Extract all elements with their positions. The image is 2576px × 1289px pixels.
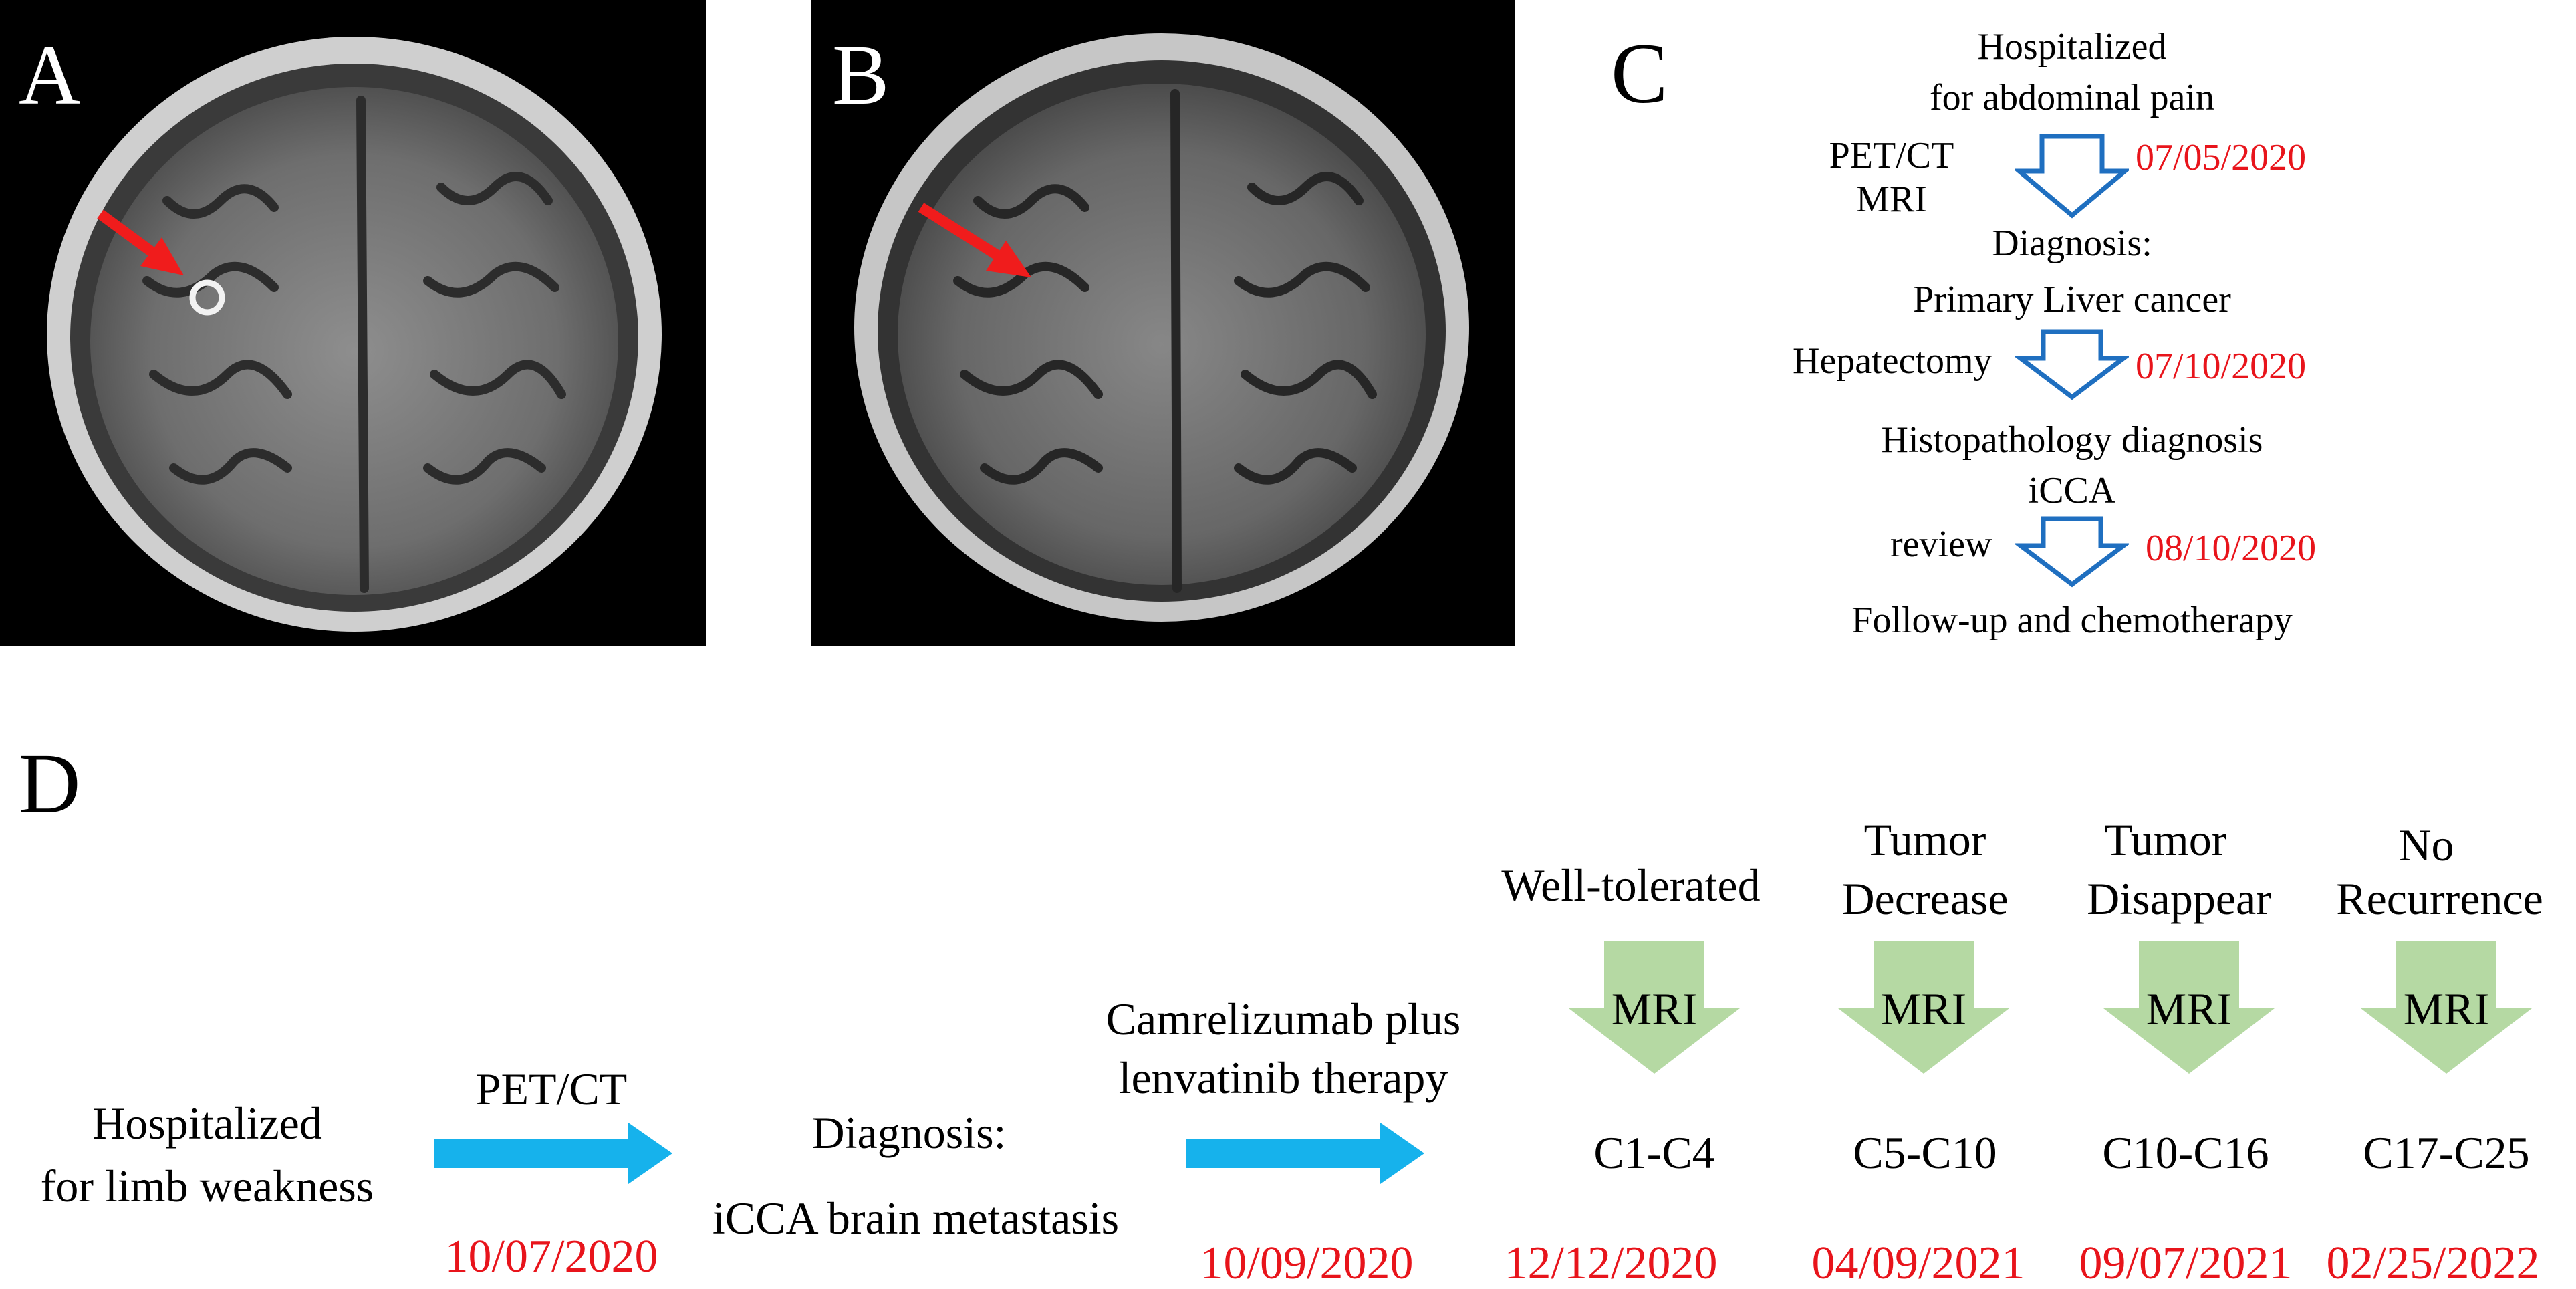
- d-mri-arrow-2: [1838, 941, 2009, 1074]
- d-timeline-arrow-2: [1186, 1123, 1424, 1184]
- d-cycle-4-result-line-2: Recurrence: [2336, 873, 2543, 924]
- d-cycle-2-cycle: C5-C10: [1853, 1127, 1997, 1178]
- c-transition-2-label: Hepatectomy: [1793, 340, 1992, 382]
- c-step-abdominal-pain: for abdominal pain: [1929, 77, 2215, 118]
- panel-label-b: B: [832, 27, 890, 122]
- c-flow-arrow-2: [2015, 329, 2129, 400]
- d-cycle-2-result-line-2: Decrease: [1841, 873, 2009, 924]
- d-mri-arrow-3: [2103, 941, 2275, 1074]
- lesion-arrow-b: [918, 203, 1031, 277]
- d-mri-arrow-1: [1569, 941, 1740, 1074]
- d-cycle-4-test: MRI: [2403, 983, 2490, 1034]
- d-arrow-2-date: 10/09/2020: [1200, 1238, 1414, 1289]
- panel-label-c: C: [1611, 26, 1668, 121]
- d-cycle-3-result-line-2: Disappear: [2087, 873, 2271, 924]
- d-diagnosis-line-1: Diagnosis:: [811, 1107, 1007, 1158]
- mri-image-a: [0, 0, 706, 646]
- d-cycle-1-result-line-1: Well-tolerated: [1501, 860, 1761, 911]
- brain-mri-a-graphic: [47, 37, 662, 632]
- c-step-diagnosis: Diagnosis:: [1992, 223, 2152, 264]
- d-cycle-3-date: 09/07/2021: [2079, 1238, 2293, 1289]
- d-cycle-2-test: MRI: [1880, 983, 1967, 1034]
- c-transition-1-label-petct: PET/CT: [1829, 135, 1954, 177]
- c-step-histopathology: Histopathology diagnosis: [1881, 419, 2263, 461]
- d-cycle-2-result-line-1: Tumor: [1863, 814, 1986, 865]
- c-transition-3-date: 08/10/2020: [2146, 528, 2317, 569]
- c-flow-arrow-1: [2015, 134, 2129, 219]
- c-transition-3-label: review: [1890, 523, 1992, 565]
- d-cycle-1-date: 12/12/2020: [1504, 1238, 1718, 1289]
- c-step-primary-liver-cancer: Primary Liver cancer: [1913, 279, 2231, 320]
- c-flow-arrow-3: [2015, 516, 2129, 588]
- c-step-follow-up: Follow-up and chemotherapy: [1851, 600, 2293, 641]
- d-arrow-1-label: PET/CT: [475, 1064, 628, 1115]
- d-cycle-4-date: 02/25/2022: [2326, 1238, 2540, 1289]
- d-cycle-3-cycle: C10-C16: [2102, 1127, 2269, 1178]
- brain-mri-b-graphic: [854, 33, 1469, 622]
- d-arrow-2-line-2: lenvatinib therapy: [1118, 1052, 1448, 1103]
- panel-label-d: D: [19, 736, 81, 831]
- d-cycle-1-test: MRI: [1611, 983, 1698, 1034]
- c-step-hospitalized: Hospitalized: [1977, 26, 2167, 68]
- d-cycle-4-result-line-1: No: [2398, 820, 2454, 870]
- d-cycle-2-date: 04/09/2021: [1811, 1238, 2025, 1289]
- c-transition-2-date: 07/10/2020: [2136, 346, 2307, 387]
- d-cycle-3-result-line-1: Tumor: [2104, 814, 2227, 865]
- lesion-arrow-a: [97, 209, 184, 275]
- d-cycle-4-cycle: C17-C25: [2363, 1127, 2530, 1178]
- d-mri-arrow-4: [2361, 941, 2532, 1074]
- c-transition-1-date: 07/05/2020: [2136, 137, 2307, 179]
- mri-image-b: [811, 0, 1515, 646]
- c-transition-1-label-mri: MRI: [1856, 179, 1927, 220]
- d-arrow-1-date: 10/07/2020: [444, 1231, 658, 1282]
- d-timeline-arrow-1: [434, 1123, 672, 1184]
- d-start-line-2: for limb weakness: [40, 1161, 374, 1211]
- c-step-icca: iCCA: [2028, 470, 2116, 511]
- d-arrow-2-line-1: Camrelizumab plus: [1106, 993, 1461, 1044]
- d-cycle-3-test: MRI: [2146, 983, 2232, 1034]
- d-cycle-1-cycle: C1-C4: [1593, 1127, 1715, 1178]
- d-diagnosis-line-2: iCCA brain metastasis: [712, 1193, 1120, 1244]
- panel-label-a: A: [19, 27, 81, 122]
- d-start-line-1: Hospitalized: [92, 1098, 322, 1149]
